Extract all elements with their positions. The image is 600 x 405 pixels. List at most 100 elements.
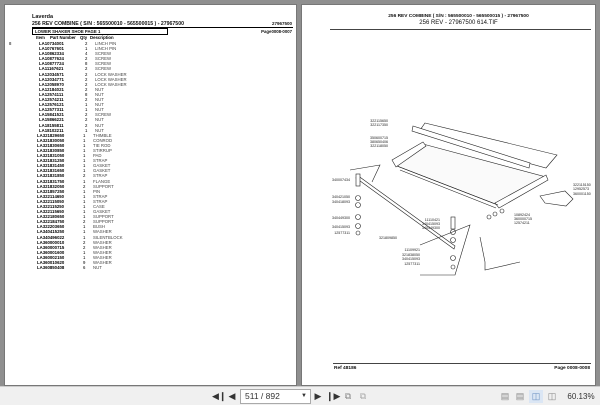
cell-qty: 1 bbox=[83, 214, 86, 220]
col-item: Item bbox=[36, 35, 45, 40]
table-row: 8 LA10734001 2 LINCH PIN bbox=[9, 41, 127, 46]
continuous-icon[interactable]: ▤ bbox=[515, 391, 525, 401]
callout: 340007434 bbox=[332, 178, 350, 182]
cell-item: 8 bbox=[9, 41, 12, 46]
section-title: LOWER SHAKER SHOE PAGE 1 bbox=[32, 28, 168, 35]
col-desc: Description bbox=[90, 35, 114, 40]
cell-qty: 2 bbox=[83, 173, 86, 179]
cell-part: LA322115650 bbox=[37, 209, 64, 215]
single-page-icon[interactable]: ▤ bbox=[500, 391, 510, 401]
cell-part: LA322115050 bbox=[37, 198, 64, 204]
two-page-continuous-icon[interactable]: ◫ bbox=[547, 391, 557, 401]
two-page-icon[interactable]: ◫ bbox=[529, 390, 543, 403]
cell-desc: GASKET bbox=[93, 163, 111, 169]
cell-desc: LINCH PIN bbox=[95, 41, 117, 46]
cell-part: LA340496022 bbox=[37, 234, 65, 240]
cell-qty: 2 bbox=[85, 112, 88, 118]
cell-part: LA10767601 bbox=[39, 46, 64, 52]
cell-part: LA360850408 bbox=[37, 265, 65, 271]
left-page-title: 256 REV COMBINE ( S/N : 565500010 - 5655… bbox=[32, 21, 184, 27]
cell-desc: NUT bbox=[95, 107, 104, 113]
chevron-down-icon[interactable]: ▼ bbox=[301, 393, 307, 399]
cell-part: LA322180650 bbox=[37, 214, 65, 220]
cell-desc: NUT bbox=[95, 97, 104, 103]
slat-bar bbox=[411, 125, 531, 169]
cell-desc: STRAP bbox=[93, 198, 108, 204]
zoom-level[interactable]: 60.13% bbox=[567, 392, 595, 401]
ref-number: Ref 48186 bbox=[334, 366, 357, 371]
first-page-icon[interactable]: ◀❙ bbox=[212, 391, 227, 401]
cell-desc: SUPPORT bbox=[93, 214, 114, 220]
cell-qty: 1 bbox=[83, 193, 86, 199]
cell-desc: WASHER bbox=[93, 229, 112, 235]
right-page: 256 REV COMBINE ( S/N : 565500010 - 5655… bbox=[301, 4, 596, 386]
cell-desc: LOCK WASHER bbox=[95, 81, 127, 87]
cell-part: LA360001600 bbox=[37, 249, 65, 255]
callout: 12577311 bbox=[334, 231, 350, 235]
last-page-icon[interactable]: ❙▶ bbox=[326, 391, 341, 401]
cell-desc: TIE ROD bbox=[93, 142, 111, 148]
washer bbox=[486, 214, 492, 220]
fork bbox=[539, 190, 574, 207]
cell-desc: PAD bbox=[93, 153, 102, 159]
cell-qty: 2 bbox=[85, 117, 88, 123]
callout: 360000715 bbox=[514, 217, 532, 221]
cell-desc: FLANGE bbox=[93, 178, 111, 184]
callout: 322115150 bbox=[573, 183, 591, 187]
cell-part: LA12184021 bbox=[39, 86, 64, 92]
cell-desc: NUT bbox=[95, 102, 104, 108]
footer-divider bbox=[333, 363, 591, 364]
cell-part: LA360000010 bbox=[37, 239, 65, 245]
callout: 10892424 bbox=[514, 213, 530, 217]
callout: 322115650 bbox=[370, 119, 388, 123]
next-page-icon[interactable]: ▶ bbox=[314, 391, 322, 401]
cell-desc: NUT bbox=[95, 86, 104, 92]
cell-qty: 8 bbox=[85, 91, 88, 97]
pdf-toolbar: ◀❙ ◀ 511 / 892▼ ▶ ❙▶ ⧉ ⧉ ▤ ▤ ◫ ◫ 60.13% bbox=[0, 386, 600, 405]
cell-qty: 1 bbox=[83, 158, 86, 164]
cell-qty: 2 bbox=[85, 66, 88, 72]
page-number: Page 0008-0008 bbox=[554, 366, 590, 371]
callout: 380650406 bbox=[370, 140, 388, 144]
washer bbox=[355, 223, 361, 229]
cell-part: LA10734001 bbox=[39, 41, 64, 46]
cell-qty: 1 bbox=[83, 142, 86, 148]
cell-qty: 1 bbox=[83, 198, 86, 204]
cell-part: LA11167621 bbox=[39, 66, 64, 72]
cell-desc: NUT bbox=[95, 127, 104, 133]
cell-qty: 2 bbox=[85, 41, 88, 46]
cell-part: LA10877624 bbox=[39, 56, 64, 62]
cell-qty: 2 bbox=[85, 76, 88, 82]
page-number-input[interactable]: 511 / 892▼ bbox=[240, 389, 311, 404]
cell-desc: STRAP bbox=[93, 158, 108, 164]
cell-part: LA12058970 bbox=[39, 81, 64, 87]
fit-icon[interactable]: ⧉ bbox=[359, 391, 367, 401]
cell-desc: SUPPORT bbox=[93, 183, 114, 189]
cell-qty: 1 bbox=[85, 127, 88, 133]
cell-part: LA321831250 bbox=[37, 158, 65, 164]
cell-qty: 2 bbox=[83, 219, 86, 225]
cell-qty: 1 bbox=[83, 163, 86, 169]
washer bbox=[355, 195, 361, 201]
cell-item bbox=[9, 265, 39, 270]
rotate-icon[interactable]: ⧉ bbox=[344, 391, 352, 401]
cell-part: LA321857250 bbox=[37, 188, 65, 194]
cell-desc: SUPPORT bbox=[93, 219, 114, 225]
cell-desc: SCREW bbox=[95, 112, 111, 118]
prev-page-icon[interactable]: ◀ bbox=[228, 391, 236, 401]
